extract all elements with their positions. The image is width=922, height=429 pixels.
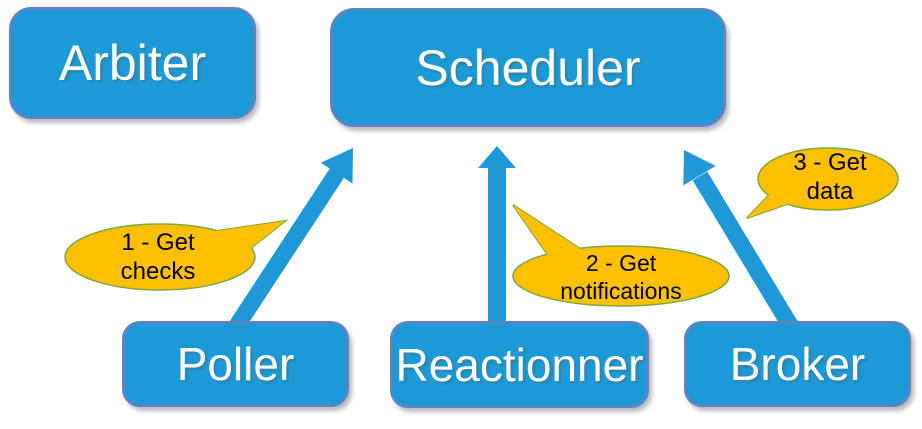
callout-2-line2: notifications <box>560 278 682 304</box>
node-scheduler-label: Scheduler <box>415 39 641 96</box>
callout-2-bubble <box>512 204 730 307</box>
node-arbiter: Arbiter <box>9 7 256 119</box>
arrow-reactionner-to-scheduler <box>478 146 516 330</box>
callout-1-bubble <box>64 219 289 291</box>
callout-1-text: 1 - Get checks <box>68 228 248 286</box>
callout-3-text: 3 - Get data <box>740 148 920 206</box>
node-reactionner: Reactionner <box>390 321 649 408</box>
arrowhead-icon <box>478 146 516 168</box>
node-poller-label: Poller <box>176 338 295 390</box>
node-arbiter-label: Arbiter <box>58 35 207 91</box>
callout-1-line1: 1 - Get <box>121 229 195 256</box>
node-scheduler: Scheduler <box>330 8 726 127</box>
callout-3-line2: data <box>806 178 854 205</box>
arrow-poller-to-scheduler <box>226 148 353 335</box>
callout-1-line2: checks <box>120 258 196 285</box>
node-poller: Poller <box>122 321 349 407</box>
callout-3-bubble <box>746 147 899 219</box>
callout-2-line1: 2 - Get <box>585 250 657 276</box>
node-broker: Broker <box>684 321 911 407</box>
callout-3-line1: 3 - Get <box>793 149 867 176</box>
callout-2-text: 2 - Get notifications <box>521 249 721 305</box>
node-reactionner-label: Reactionner <box>395 338 644 391</box>
arrow-broker-to-scheduler <box>683 150 801 335</box>
node-broker-label: Broker <box>729 338 866 390</box>
arrowhead-icon <box>320 148 353 184</box>
arrowhead-icon <box>683 150 716 186</box>
